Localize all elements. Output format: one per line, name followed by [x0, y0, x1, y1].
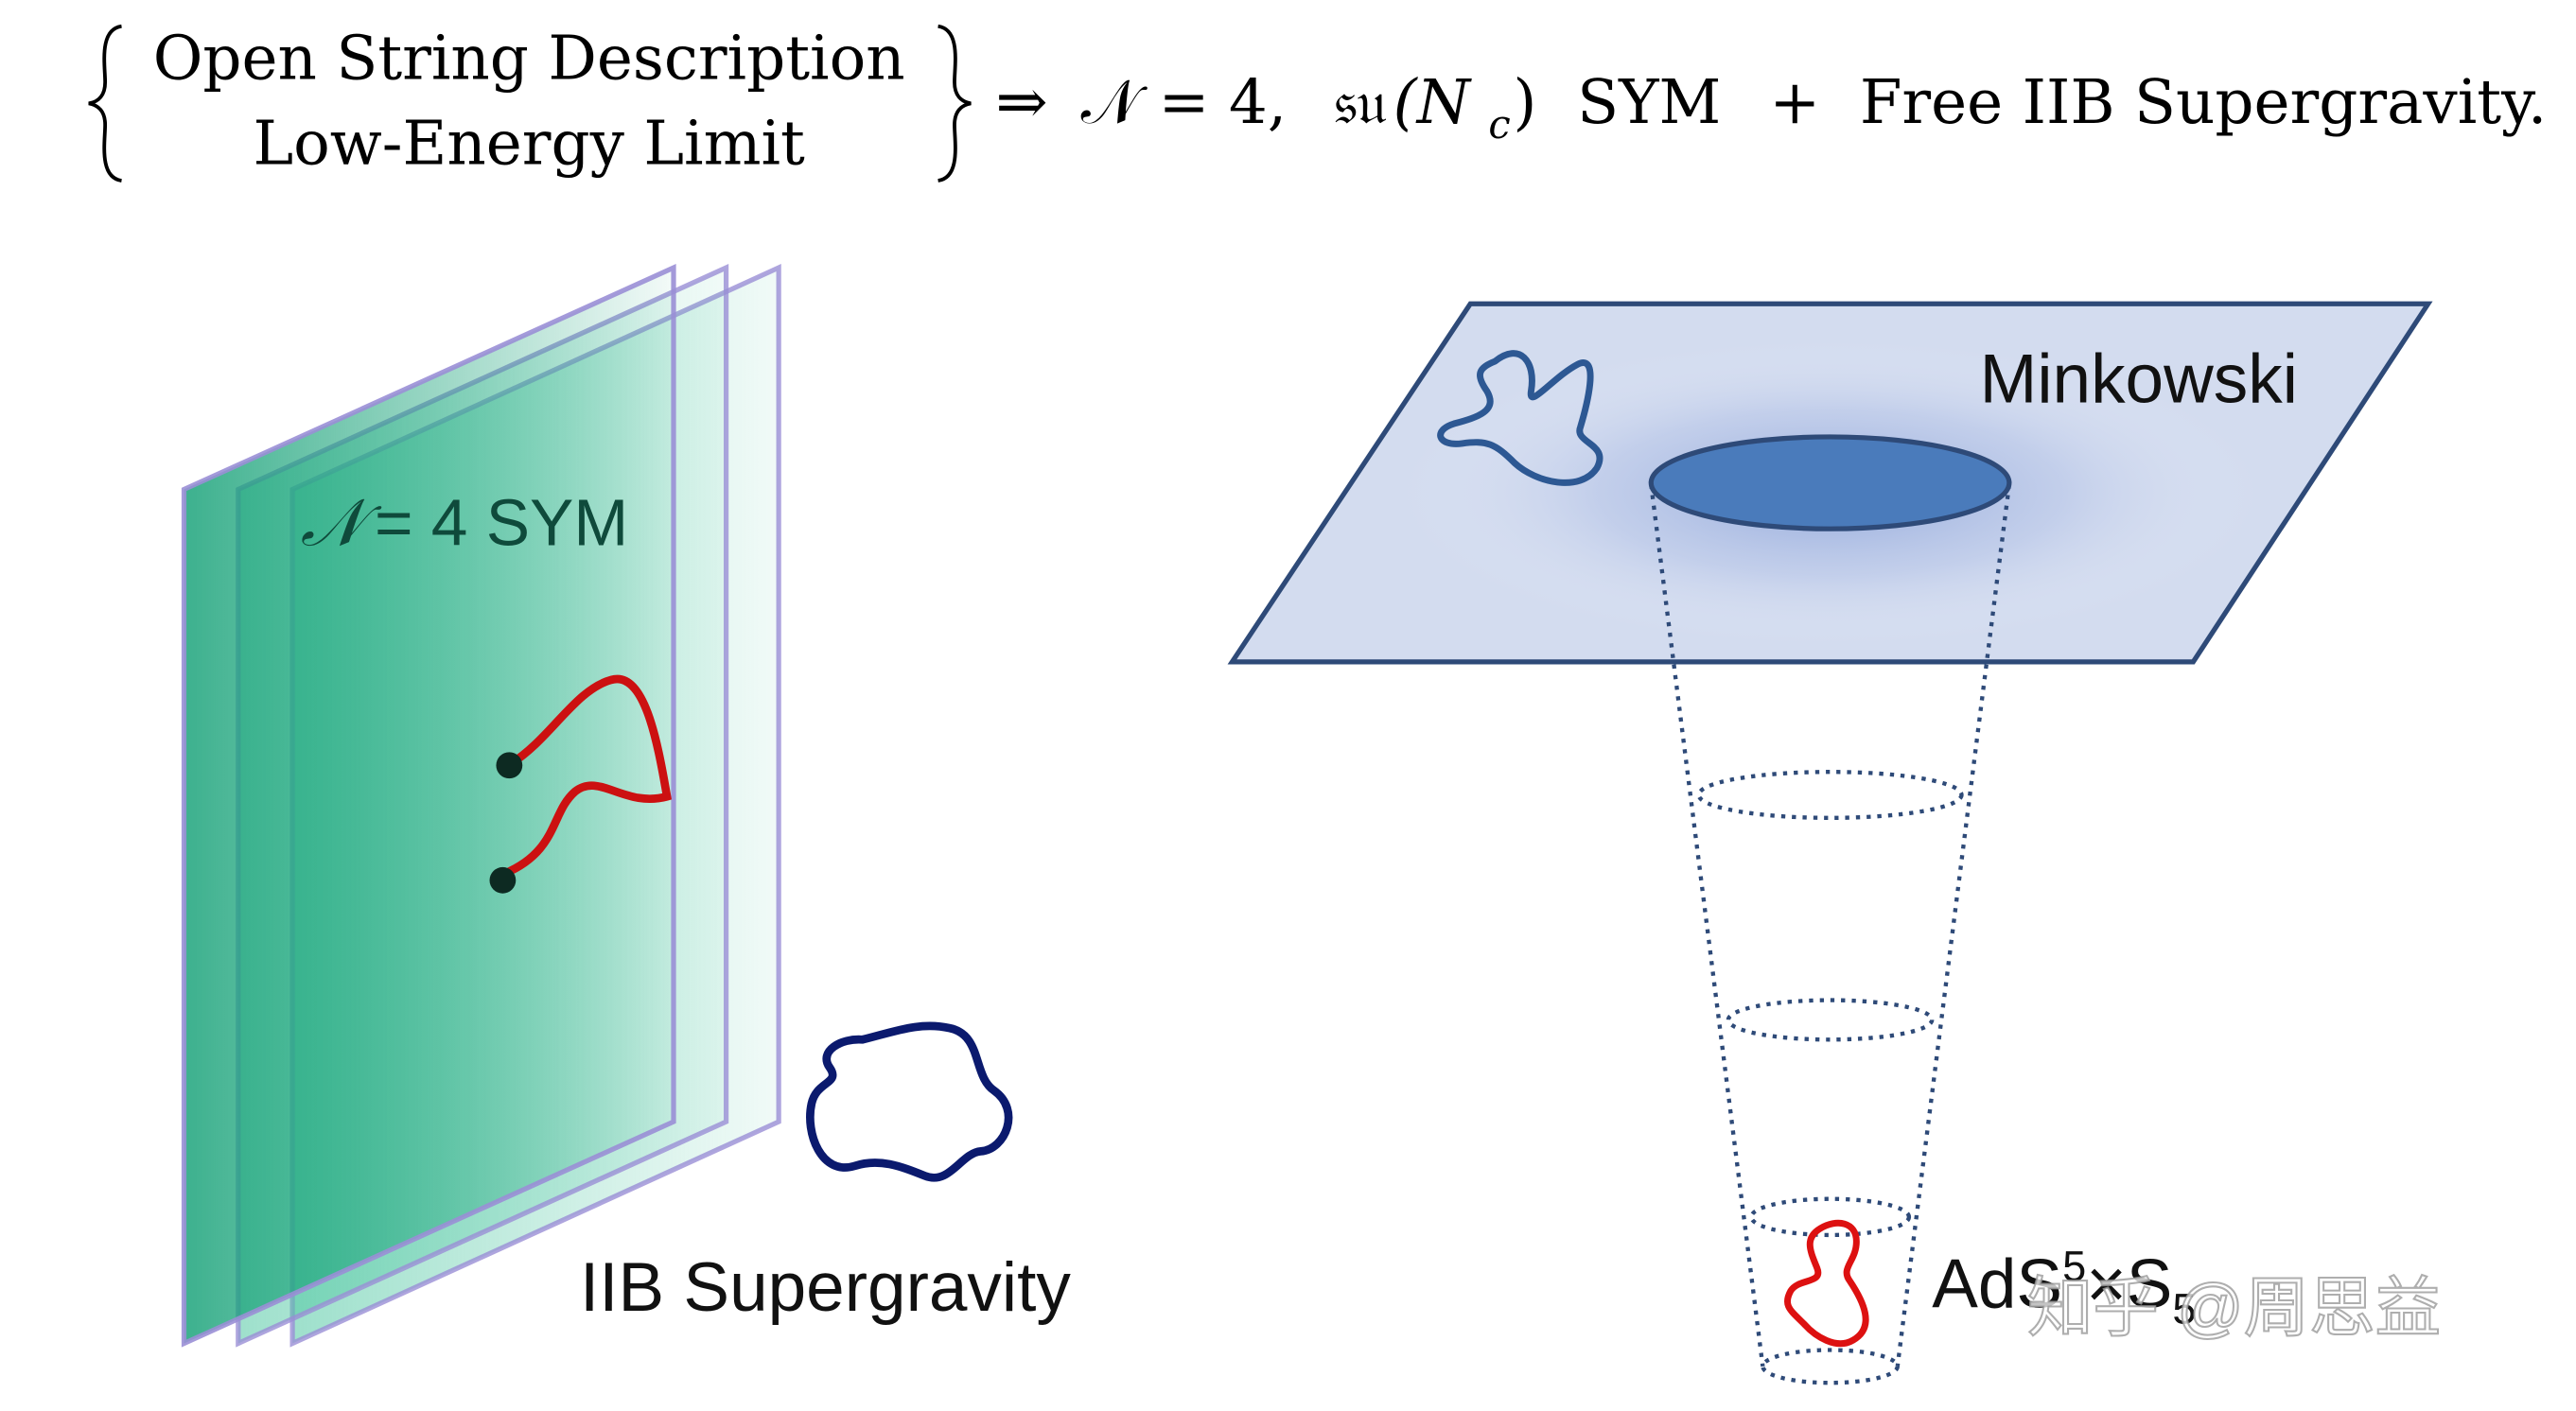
nc-open: (N — [1393, 67, 1473, 138]
sym-label: SYM — [1577, 67, 1721, 138]
throat-ring-3 — [1749, 1196, 1912, 1238]
right-diagram: Minkowski AdS5×S5 — [1227, 301, 2433, 1385]
header-equation: Open String Description Low-Energy Limit… — [88, 23, 2547, 183]
throat-ring-1 — [1696, 770, 1964, 820]
open-string — [499, 674, 673, 879]
watermark: 知乎 @周思益 — [2027, 1271, 2441, 1345]
brane-label-sym: = 4 SYM — [375, 486, 628, 560]
su-symbol: 𝔰𝔲 — [1334, 67, 1387, 138]
ads-label: AdS5×S5 — [1932, 1243, 2196, 1333]
left-diagram: 𝒩 = 4 SYM IIB Supergravity — [181, 264, 1071, 1348]
closed-string-plane — [1437, 350, 1603, 486]
bulk-label: IIB Supergravity — [580, 1249, 1071, 1326]
closed-string-bulk — [806, 1021, 1013, 1182]
left-brace — [88, 24, 123, 183]
brace-line-2: Low-Energy Limit — [253, 109, 805, 180]
minkowski-label: Minkowski — [1980, 340, 2298, 417]
brace-line-1: Open String Description — [153, 23, 905, 94]
string-endpoint-bottom — [489, 866, 517, 894]
n-equals-four: 𝒩 = 4, — [1081, 67, 1288, 138]
implies-arrow: ⇒ — [995, 65, 1047, 138]
ads-sup: 5 — [2062, 1243, 2086, 1291]
ads-times: ×S — [2086, 1246, 2172, 1322]
right-brace — [938, 24, 972, 183]
plus-sign: + — [1769, 67, 1820, 138]
ads-base: AdS — [1932, 1246, 2062, 1322]
closed-string-throat — [1783, 1219, 1869, 1348]
throat-ring-4 — [1761, 1348, 1900, 1385]
throat-mouth-disk — [1648, 434, 2012, 531]
nc-close: ) — [1513, 67, 1536, 138]
free-iib-sugra: Free IIB Supergravity. — [1860, 67, 2547, 138]
brane-front — [181, 264, 676, 1348]
ads-sub: 5 — [2172, 1285, 2196, 1333]
throat-ring-2 — [1726, 998, 1935, 1042]
string-endpoint-top — [496, 752, 523, 779]
nc-subscript: c — [1488, 101, 1510, 148]
